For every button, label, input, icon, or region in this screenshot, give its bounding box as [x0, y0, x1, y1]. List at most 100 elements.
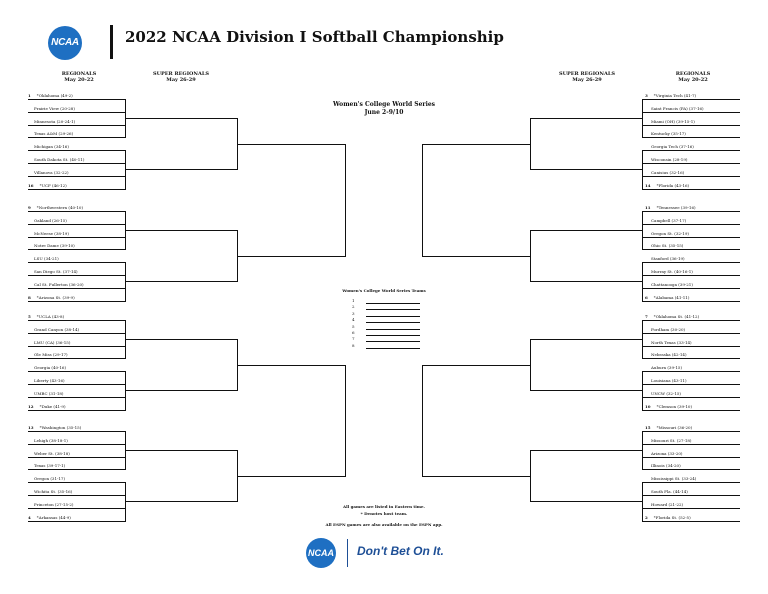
team-name: McNeese (38-19): [34, 230, 69, 236]
team-line: [28, 236, 125, 238]
note-host-team: * Denotes host team.: [360, 511, 408, 516]
wcws-slot-line: [366, 347, 420, 349]
team-line: [642, 163, 740, 164]
left-regionals-head: REGIONALS May 20-22: [44, 71, 114, 83]
team-entry: Weber St. (38-18): [28, 451, 70, 456]
team-entry: UMBC (31-18): [28, 391, 63, 396]
team-entry: Grand Canyon (38-14): [28, 327, 79, 332]
footer-ncaa-logo: NCAA: [306, 538, 336, 568]
team-line: [28, 99, 125, 100]
team-name: Chattanooga (39-21): [651, 281, 693, 287]
regional-connector: [642, 320, 643, 360]
team-entry: Illinois (34-20): [645, 463, 681, 468]
regional-connector: [642, 211, 643, 251]
team-name: Illinois (34-20): [651, 463, 681, 469]
team-line: [28, 520, 125, 522]
regional-winner-line: [530, 339, 642, 341]
team-line: [28, 188, 125, 190]
left-regionals-label: REGIONALS: [61, 71, 97, 77]
team-line: [28, 150, 125, 152]
team-entry: 3*Virginia Tech (41-7): [645, 93, 696, 98]
team-line: [642, 320, 740, 321]
team-line: [642, 275, 740, 276]
team-line: [642, 495, 740, 496]
super-winner-line: [237, 475, 345, 477]
team-line: [28, 482, 125, 484]
team-seed: 12: [28, 403, 34, 409]
team-line: [642, 431, 740, 432]
team-entry: South Fla. (44-14): [645, 489, 688, 494]
team-entry: Minnesota (20-24-1): [28, 119, 75, 124]
team-entry: Saint Francis (PA) (37-16): [645, 106, 704, 111]
footer-tagline: Don't Bet On It.: [357, 544, 444, 558]
team-name: Louisiana (43-11): [651, 378, 687, 383]
team-entry: 7*Oklahoma St. (41-12): [645, 314, 699, 319]
team-line: [642, 211, 740, 212]
team-entry: Mississippi St. (33-24): [645, 476, 696, 481]
team-line: [28, 371, 125, 373]
regional-winner-line: [530, 450, 642, 452]
team-seed: 10: [645, 403, 651, 409]
team-line: [642, 111, 740, 113]
team-name: Kentucky (35-17): [651, 131, 686, 137]
team-entry: Stanford (36-19): [645, 256, 685, 261]
team-name: Campbell (37-17): [651, 217, 687, 223]
regional-winner-line: [530, 118, 642, 120]
team-seed: 13: [28, 425, 34, 430]
wcws-teams-heading: Women's College World Series Teams: [342, 288, 426, 293]
team-name: LMU (CA) (36-15): [34, 339, 71, 345]
team-entry: 15*Missouri (36-20): [645, 425, 692, 430]
note-espn-app: All ESPN games are also available on the…: [325, 522, 443, 527]
team-entry: Notre Dame (39-10): [28, 243, 75, 248]
team-line: [642, 300, 740, 302]
wcws-slot-line: [366, 322, 420, 324]
team-entry: North Texas (33-14): [645, 340, 692, 345]
team-line: [642, 469, 740, 471]
ncaa-logo: NCAA: [48, 26, 82, 60]
team-entry: 1*Oklahoma (49-2): [28, 93, 73, 98]
team-line: [642, 137, 740, 139]
right-super-dates: May 26-29: [572, 77, 602, 83]
team-seed: 2: [645, 514, 648, 520]
team-line: [28, 111, 125, 113]
right-super-label: SUPER REGIONALS: [559, 71, 615, 77]
team-entry: 2*Florida St. (52-5): [645, 515, 691, 520]
regional-connector: [642, 150, 643, 190]
wcws-slot-line: [366, 328, 420, 330]
team-entry: 9*Northwestern (40-10): [28, 205, 83, 210]
team-entry: 5*UCLA (43-8): [28, 314, 64, 319]
wcws-title: Women's College World Series: [332, 101, 436, 108]
team-entry: Wichita St. (35-16): [28, 489, 72, 494]
team-entry: Missouri St. (27-18): [645, 438, 691, 443]
team-line: [28, 262, 125, 264]
team-name: *Northwestern (40-10): [36, 205, 84, 210]
wcws-slot-line: [366, 335, 420, 336]
team-entry: Oregon St. (32-19): [645, 231, 689, 236]
regional-winner-line: [125, 169, 237, 171]
team-line: [28, 456, 125, 458]
team-entry: Texas (39-17-1): [28, 463, 65, 468]
wcws-slot-number: 8: [352, 342, 355, 348]
note-eastern-time: All games are listed in Eastern time.: [343, 504, 425, 509]
wcws-slot-number: 7: [352, 336, 355, 342]
team-line: [642, 371, 740, 373]
team-line: [28, 396, 125, 398]
super-winner-line: [422, 364, 530, 366]
super-winner-line: [237, 143, 345, 145]
team-name: Texas (39-17-1): [34, 463, 66, 469]
team-entry: Princeton (27-15-2): [28, 502, 73, 507]
footer-divider: [347, 539, 348, 567]
team-entry: Murray St. (40-16-1): [645, 269, 693, 274]
team-line: [642, 287, 740, 289]
team-line: [28, 345, 125, 347]
team-line: [642, 124, 740, 126]
team-line: [642, 262, 740, 264]
wcws-slot-number: 2: [352, 304, 355, 310]
team-entry: Texas A&M (29-26): [28, 131, 73, 136]
team-entry: LSU (34-21): [28, 256, 59, 261]
team-name: Weber St. (38-18): [34, 450, 70, 456]
team-name: *Arkansas (44-9): [36, 514, 71, 520]
team-line: [642, 99, 740, 100]
team-name: South Dakota St. (40-11): [34, 157, 85, 162]
wcws-right-lower-connector: [422, 364, 423, 477]
